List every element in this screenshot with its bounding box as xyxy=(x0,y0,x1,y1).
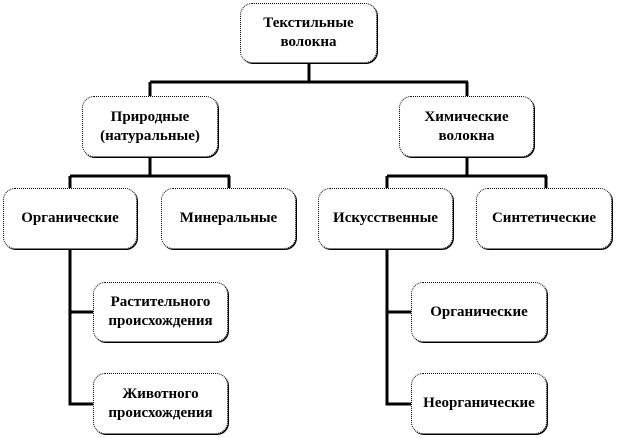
node-label: (натуральные) xyxy=(100,127,200,144)
node-mineral: Минеральные xyxy=(161,188,296,249)
node-label: Природные xyxy=(110,108,190,125)
node-label: Органические xyxy=(21,210,119,226)
node-label: Текстильные xyxy=(263,15,354,31)
connector-artificial xyxy=(385,249,411,406)
connector-root xyxy=(148,63,469,96)
node-label: происхождения xyxy=(108,404,213,421)
node-label: происхождения xyxy=(108,313,213,329)
node-label: Животного xyxy=(122,385,199,402)
node-label: Органические xyxy=(430,303,528,320)
node-chem-organic: Органические xyxy=(411,282,547,342)
node-organic: Органические xyxy=(3,188,137,249)
node-label: Синтетические xyxy=(491,210,597,226)
node-chemical: Химические волокна xyxy=(399,96,534,157)
node-plant-origin: Растительного происхождения xyxy=(93,282,228,342)
node-chem-inorganic: Неорганические xyxy=(411,373,547,434)
node-label: Растительного xyxy=(110,294,211,310)
node-artificial: Искусственные xyxy=(318,188,453,249)
node-label: Минеральные xyxy=(179,210,278,226)
connector-chemical xyxy=(385,157,548,188)
node-natural: Природные (натуральные) xyxy=(82,96,218,157)
node-label: Искусственные xyxy=(333,210,438,226)
node-label: Химические xyxy=(424,108,509,125)
node-animal-origin: Животного происхождения xyxy=(93,373,228,434)
connector-natural xyxy=(68,157,231,188)
node-textile-fibers: Текстильные волокна xyxy=(240,3,377,63)
node-label: волокна xyxy=(280,34,337,50)
connector-organic xyxy=(68,249,93,406)
node-label: волокна xyxy=(438,127,495,144)
node-synthetic: Синтетические xyxy=(476,188,612,249)
node-label: Неорганические xyxy=(423,395,535,411)
